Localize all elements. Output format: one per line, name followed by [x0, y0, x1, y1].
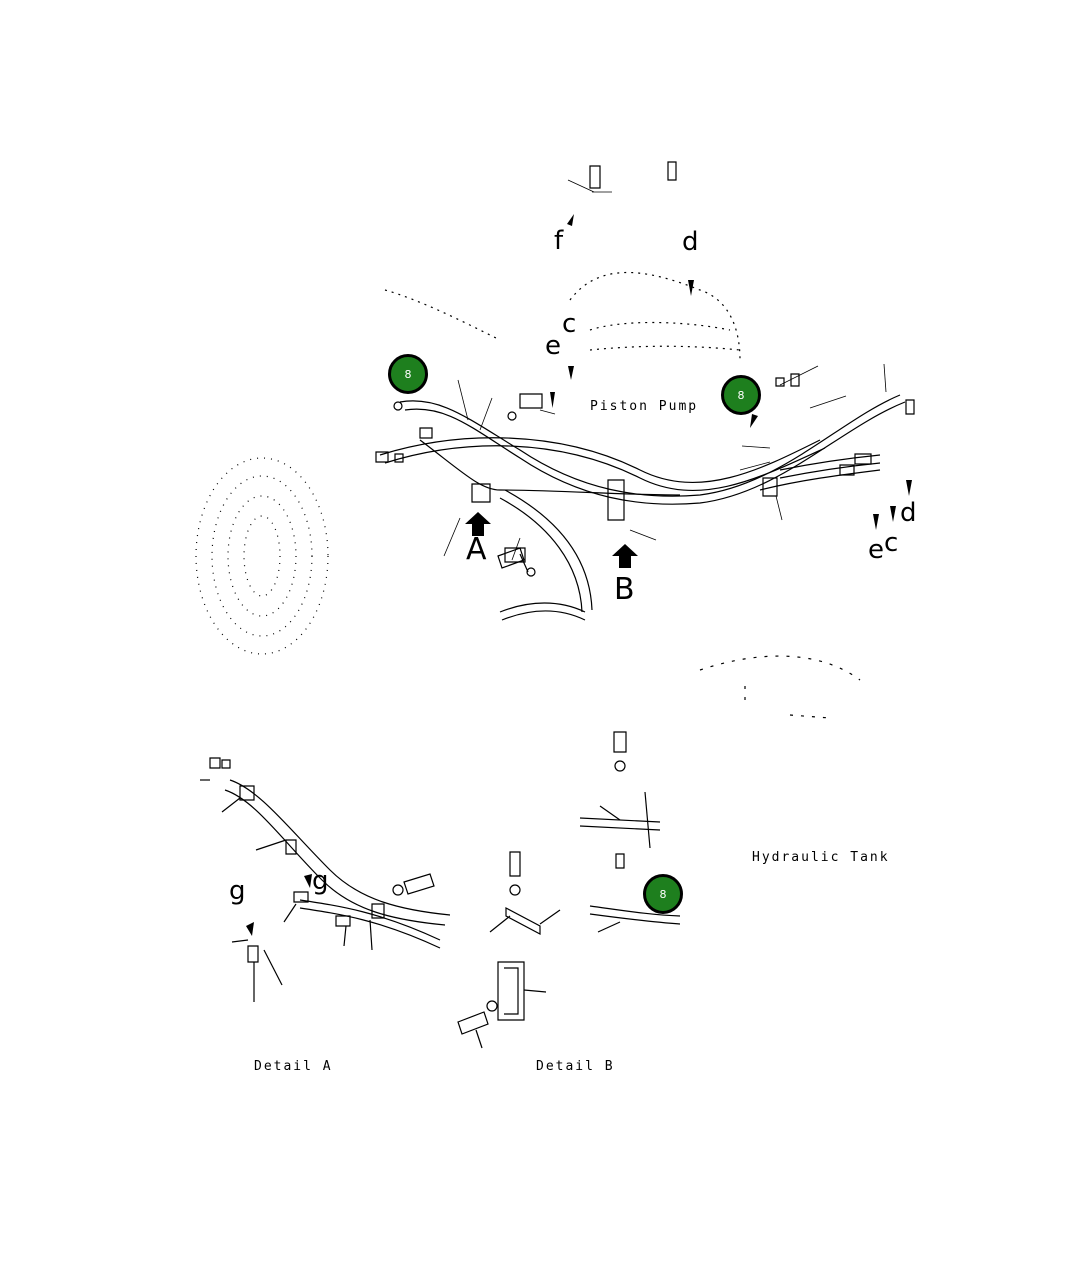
arrow-c2-icon	[890, 506, 896, 522]
caption-piston-pump: Piston Pump	[590, 399, 699, 414]
clamp-b	[608, 480, 624, 520]
callout-d-right: d	[900, 498, 917, 528]
callout-g-left: g	[229, 876, 246, 906]
callout-c-pump: c	[562, 309, 577, 339]
caption-detail-a: Detail A	[254, 1059, 333, 1074]
arrow-c-icon	[568, 366, 574, 380]
callout-d-pump: d	[682, 227, 699, 257]
arrow-d2-icon	[906, 480, 912, 496]
detail-a-hose	[200, 758, 450, 1002]
arrow-d-icon	[688, 280, 694, 296]
caption-hydraulic-tank: Hydraulic Tank	[752, 850, 890, 865]
arrow-8-icon	[750, 414, 758, 428]
arrow-a-icon	[465, 512, 491, 536]
part-badge-8-right[interactable]: 8	[721, 375, 761, 415]
main-hose-bundle	[380, 395, 905, 504]
piston-pump-outline	[385, 273, 740, 361]
engine-grille	[196, 458, 328, 654]
bolt-a	[498, 548, 535, 576]
part-badge-8-left[interactable]: 8	[388, 354, 428, 394]
arrow-g2-icon	[304, 874, 312, 888]
part-badge-8-detail-b[interactable]: 8	[643, 874, 683, 914]
callout-a: A	[466, 532, 487, 567]
arrow-e2-icon	[873, 514, 879, 530]
lower-hose	[500, 490, 592, 620]
hydraulic-tank-outline	[700, 656, 860, 718]
fittings-upper	[376, 162, 914, 475]
arrow-e-icon	[550, 392, 555, 408]
callout-g-center: g	[312, 866, 329, 896]
callout-c-right: c	[884, 528, 899, 558]
detail-b-parts	[458, 732, 680, 1048]
arrow-b-icon	[612, 544, 638, 568]
callout-e-right: e	[868, 535, 884, 565]
callout-e-pump: e	[545, 331, 561, 361]
caption-detail-b: Detail B	[536, 1059, 615, 1074]
arrow-g1-icon	[246, 922, 254, 936]
arrow-f-icon	[567, 214, 574, 226]
callout-b: B	[614, 572, 635, 607]
callout-f: f	[554, 226, 564, 256]
